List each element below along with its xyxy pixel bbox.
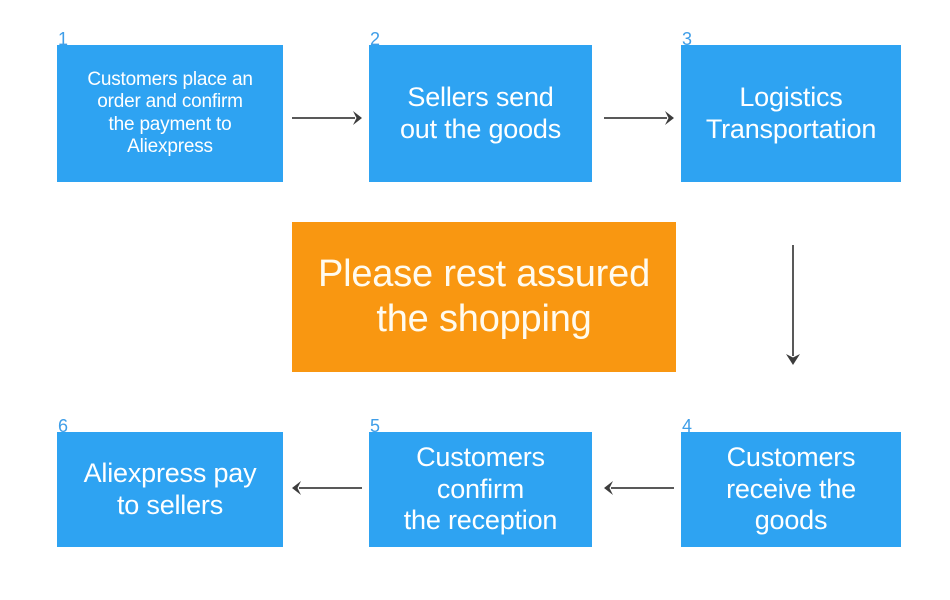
arrow-step5-to-step6-icon [291,476,363,500]
flow-node-step-1: Customers place an order and confirm the… [57,45,283,182]
step-number-4: 4 [682,416,693,436]
flow-node-step-5: Customers confirm the reception [369,432,592,547]
flow-node-step-3: Logistics Transportation [681,45,901,182]
arrow-step2-to-step3-icon [603,106,675,130]
step-number-3: 3 [682,29,693,49]
center-callout-box: Please rest assured the shopping [292,222,676,372]
arrow-step4-to-step5-icon [603,476,675,500]
arrow-step1-to-step2-icon [291,106,363,130]
step-number-5: 5 [370,416,381,436]
step-number-1: 1 [58,29,69,49]
arrow-step3-to-step4-icon [781,244,805,366]
step-number-6: 6 [58,416,69,436]
flow-node-step-2: Sellers send out the goods [369,45,592,182]
flow-node-step-6: Aliexpress pay to sellers [57,432,283,547]
step-number-2: 2 [370,29,381,49]
flow-node-step-4: Customers receive the goods [681,432,901,547]
